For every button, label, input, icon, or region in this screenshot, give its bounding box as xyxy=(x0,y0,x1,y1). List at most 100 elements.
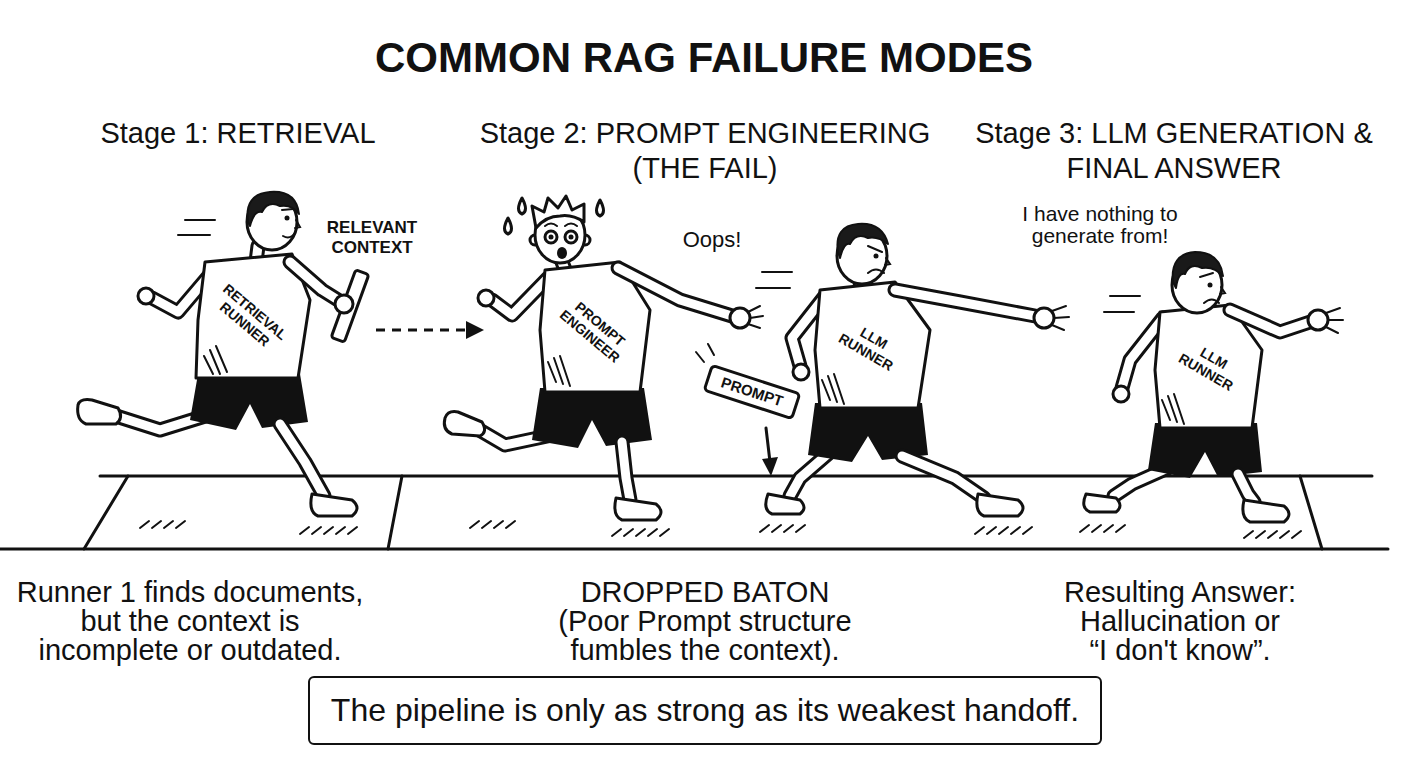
runner-arm xyxy=(492,278,548,315)
shirt-stripes xyxy=(548,356,570,386)
runner-shoe xyxy=(766,494,804,514)
stage-heading: Stage 3: LLM GENERATION & FINAL ANSWER xyxy=(964,116,1384,186)
runner-shorts xyxy=(532,388,652,448)
prompt-engineer-runner xyxy=(444,196,763,520)
runner-face xyxy=(282,209,300,237)
lane-divider xyxy=(388,476,402,549)
runner-leg xyxy=(622,442,630,500)
runner-leg xyxy=(1238,474,1254,502)
runner-hair xyxy=(532,196,584,228)
handoff-arrow xyxy=(376,321,484,339)
ground-hatch xyxy=(975,527,1032,534)
speed-lines xyxy=(756,272,792,288)
retrieval-runner xyxy=(78,192,369,516)
runner-arm xyxy=(290,262,338,300)
relay-baton xyxy=(704,365,800,418)
baton-label: PROMPT xyxy=(719,374,786,411)
ground-hatch xyxy=(140,521,1301,538)
runner-eye xyxy=(545,231,557,243)
runner-hand xyxy=(1113,386,1129,402)
runner-eye xyxy=(874,254,879,259)
stage-heading: Stage 1: RETRIEVAL xyxy=(100,116,375,151)
runner-face xyxy=(1200,273,1225,303)
runner-hand xyxy=(335,295,353,313)
runner-arm xyxy=(1230,310,1310,332)
runner-arm xyxy=(492,278,548,315)
hand-fingers xyxy=(748,306,763,328)
runner-arm xyxy=(895,290,1035,316)
fall-arrow xyxy=(766,428,770,462)
runner-shoe xyxy=(78,400,121,424)
runner-eye xyxy=(1208,283,1213,288)
lane-divider xyxy=(1300,476,1322,549)
runner-arm xyxy=(1230,310,1310,332)
runner-shoe xyxy=(444,412,484,436)
arrow-head xyxy=(466,321,484,339)
stage-caption: DROPPED BATON xyxy=(581,578,830,607)
shirt-stripes xyxy=(204,346,227,374)
runner-hair xyxy=(1173,252,1223,288)
stage-caption: (Poor Prompt structure fumbles the conte… xyxy=(550,607,860,665)
stage-caption: Hallucination or “I don't know”. xyxy=(1074,607,1286,665)
dropped-baton xyxy=(696,344,800,476)
speed-lines xyxy=(1104,296,1140,312)
motion-lines xyxy=(696,344,714,362)
shirt-stripes xyxy=(1162,394,1184,424)
stage-caption: Runner 1 finds documents, but the contex… xyxy=(12,578,369,665)
runner-leg xyxy=(790,452,830,496)
box-text: The pipeline is only as strong as its we… xyxy=(330,691,1080,729)
runner-hand xyxy=(793,364,809,380)
running-track xyxy=(0,476,1388,549)
runner-arm xyxy=(618,268,732,316)
baton-note: RELEVANT CONTEXT xyxy=(320,218,424,258)
runner-shoe xyxy=(1084,494,1120,512)
runner-leg xyxy=(622,442,630,500)
runner-brows xyxy=(545,224,577,227)
callout-box: The pipeline is only as strong as its we… xyxy=(308,676,1102,745)
dashed-arrow xyxy=(376,329,468,332)
lane-divider xyxy=(84,476,128,549)
runner-eye xyxy=(565,231,577,243)
runner-shorts xyxy=(1148,423,1262,478)
runner-shoe xyxy=(615,498,661,520)
shirt-label: LLM RUNNER xyxy=(1169,332,1251,398)
runner-leg xyxy=(280,424,324,496)
stage-caption: Resulting Answer: xyxy=(1064,578,1296,607)
runner-arm xyxy=(895,290,1035,316)
diagram-title: COMMON RAG FAILURE MODES xyxy=(375,33,1033,83)
runner-leg xyxy=(280,424,324,496)
runner-shoe xyxy=(1243,500,1289,522)
runner-pupil xyxy=(549,235,554,240)
ground-hatch xyxy=(1244,531,1301,538)
arrow-head xyxy=(762,457,778,476)
shirt-label: RETRIEVAL RUNNER xyxy=(206,277,294,358)
hand-fingers xyxy=(1326,308,1343,333)
ground-hatch xyxy=(612,529,669,536)
relay-baton xyxy=(331,270,369,342)
runner-hair xyxy=(837,224,888,258)
ground-hatch xyxy=(760,525,805,532)
shirt-stripes xyxy=(822,374,844,404)
runner-arm xyxy=(618,268,732,316)
llm-runner xyxy=(756,224,1069,516)
llm-runner xyxy=(1084,252,1343,522)
speed-lines xyxy=(178,220,215,235)
runner-face xyxy=(868,246,890,273)
runner-leg xyxy=(902,456,984,498)
track-line xyxy=(0,548,1388,551)
runner-mouth xyxy=(557,247,567,259)
ground-hatch xyxy=(470,521,515,528)
runner-pupil xyxy=(569,235,574,240)
speech-text: Oops! xyxy=(683,227,742,253)
runner-shoe xyxy=(311,494,357,516)
runner-hand xyxy=(138,288,154,304)
ground-hatch xyxy=(1080,525,1125,532)
runner-leg xyxy=(790,452,830,496)
runner-shorts xyxy=(190,374,308,430)
runner-arm xyxy=(290,262,338,300)
sweat-drops xyxy=(505,198,604,234)
stage-heading: Stage 2: PROMPT ENGINEERING (THE FAIL) xyxy=(455,116,955,186)
shirt-label: LLM RUNNER xyxy=(829,312,911,378)
runner-hand xyxy=(478,290,494,306)
